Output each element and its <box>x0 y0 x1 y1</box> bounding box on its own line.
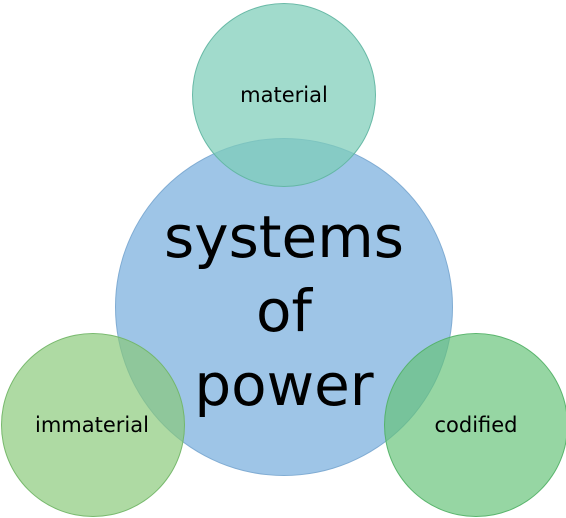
center-label: systems of power <box>115 200 453 422</box>
center-label-line-2: of <box>256 277 312 345</box>
material-label: material <box>240 83 328 107</box>
immaterial-circle <box>1 333 185 517</box>
center-label-line-3: power <box>194 351 374 419</box>
codified-label: codified <box>434 413 518 437</box>
center-label-line-1: systems <box>164 203 404 271</box>
material-circle <box>192 3 376 187</box>
codified-circle <box>384 333 566 517</box>
immaterial-label: immaterial <box>35 413 149 437</box>
